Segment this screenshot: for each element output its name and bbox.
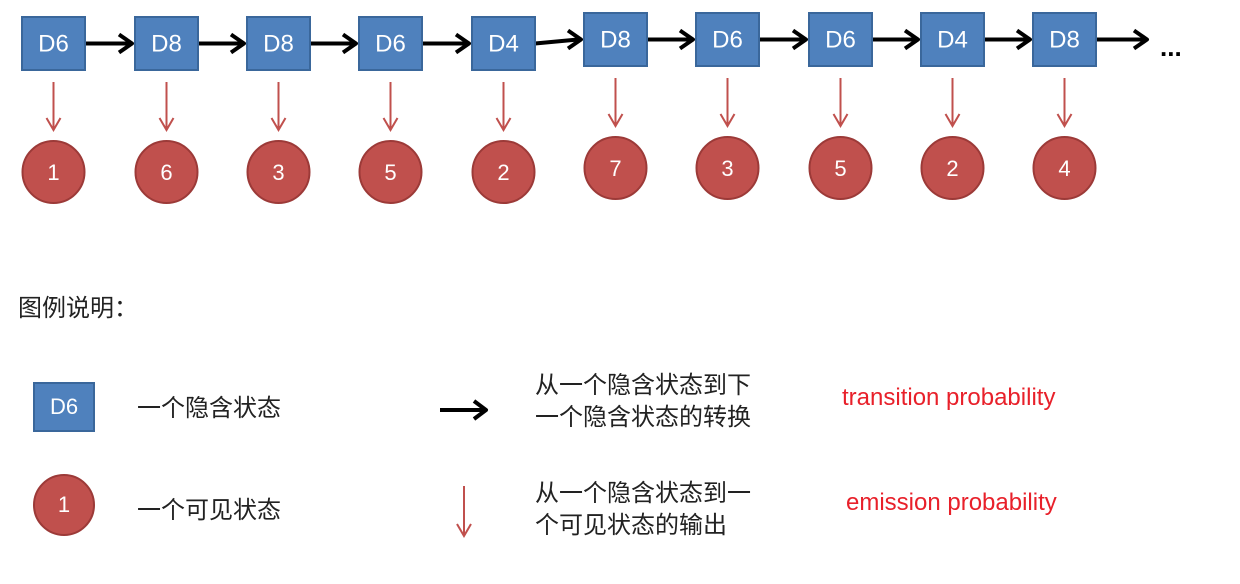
hidden-state-label: D6 bbox=[38, 31, 69, 58]
observation-node: 6 bbox=[134, 140, 199, 204]
transition-arrow bbox=[422, 32, 471, 55]
transition-arrow bbox=[647, 28, 695, 51]
observation-label: 2 bbox=[946, 156, 958, 181]
emission-arrow bbox=[270, 82, 287, 132]
observation-node: 3 bbox=[246, 140, 311, 204]
hidden-state-label: D4 bbox=[937, 27, 968, 54]
emission-arrow bbox=[45, 82, 62, 132]
observation-node: 1 bbox=[21, 140, 86, 204]
hidden-state-node: D8 bbox=[134, 16, 199, 71]
hidden-state-label: D6 bbox=[375, 31, 406, 58]
observation-label: 3 bbox=[272, 160, 284, 185]
transition-arrow bbox=[198, 32, 246, 55]
hidden-state-node: D8 bbox=[1032, 12, 1097, 67]
hidden-state-node: D8 bbox=[246, 16, 311, 71]
transition-arrow bbox=[984, 28, 1032, 51]
observation-label: 1 bbox=[47, 160, 59, 185]
hidden-state-label: D8 bbox=[600, 27, 631, 54]
hidden-state-node: D4 bbox=[471, 16, 536, 71]
hmm-chain-diagram: D6 D8 D8 D6 D4 D8 D6 D6 D4 D8 1 6 3 5 2 7 3 5 2 4 ... bbox=[21, 12, 1182, 204]
legend-title: 图例说明： bbox=[18, 294, 138, 322]
transition-arrow bbox=[534, 28, 583, 51]
observation-node: 2 bbox=[471, 140, 536, 204]
observation-label: 4 bbox=[1058, 156, 1070, 181]
observation-label: 6 bbox=[160, 160, 172, 185]
transition-arrow bbox=[872, 28, 920, 51]
emission-arrow bbox=[382, 82, 399, 132]
transition-arrow bbox=[759, 28, 808, 51]
legend-visible-state-sample: 1 bbox=[33, 474, 95, 536]
transition-arrow bbox=[85, 32, 134, 55]
observation-node: 5 bbox=[358, 140, 423, 204]
observation-node: 7 bbox=[583, 136, 648, 200]
hidden-state-node: D8 bbox=[583, 12, 648, 67]
hidden-state-label: D8 bbox=[151, 31, 182, 58]
observation-node: 3 bbox=[695, 136, 760, 200]
observation-label: 3 bbox=[721, 156, 733, 181]
legend-hidden-state-description: 一个隐含状态 bbox=[137, 394, 281, 422]
continuation-ellipsis: ... bbox=[1160, 32, 1182, 62]
emission-arrow-icon bbox=[456, 486, 472, 538]
hidden-state-label: D8 bbox=[1049, 27, 1080, 54]
transition-arrow-icon bbox=[440, 399, 488, 421]
emission-arrow bbox=[719, 78, 736, 128]
legend-visible-state-description: 一个可见状态 bbox=[137, 496, 281, 524]
observation-label: 7 bbox=[609, 156, 621, 181]
observation-node: 5 bbox=[808, 136, 873, 200]
hidden-state-node: D4 bbox=[920, 12, 985, 67]
emission-arrow bbox=[832, 78, 849, 128]
hidden-state-label: D4 bbox=[488, 31, 519, 58]
emission-arrow bbox=[495, 82, 512, 132]
observation-node: 2 bbox=[920, 136, 985, 200]
hidden-state-label: D6 bbox=[712, 27, 743, 54]
legend-transition-line2: 一个隐含状态的转换 bbox=[535, 403, 751, 431]
emission-arrow bbox=[944, 78, 961, 128]
transition-arrow bbox=[1096, 28, 1149, 51]
hidden-state-node: D6 bbox=[695, 12, 760, 67]
hidden-state-node: D6 bbox=[358, 16, 423, 71]
emission-arrow bbox=[1056, 78, 1073, 128]
legend-emission-line1: 从一个隐含状态到一 bbox=[535, 479, 751, 507]
observation-label: 2 bbox=[497, 160, 509, 185]
hidden-state-node: D6 bbox=[21, 16, 86, 71]
transition-arrow bbox=[310, 32, 358, 55]
hidden-state-label: D6 bbox=[825, 27, 856, 54]
observation-label: 5 bbox=[834, 156, 846, 181]
emission-arrow bbox=[158, 82, 175, 132]
transition-probability-label: transition probability bbox=[842, 384, 1056, 411]
hidden-state-label: D8 bbox=[263, 31, 294, 58]
observation-node: 4 bbox=[1032, 136, 1097, 200]
hidden-state-node: D6 bbox=[808, 12, 873, 67]
legend-transition-line1: 从一个隐含状态到下 bbox=[535, 371, 751, 399]
emission-arrow bbox=[607, 78, 624, 128]
legend-hidden-state-sample: D6 bbox=[33, 382, 95, 432]
observation-label: 5 bbox=[384, 160, 396, 185]
emission-probability-label: emission probability bbox=[846, 489, 1057, 516]
legend-emission-line2: 个可见状态的输出 bbox=[535, 511, 727, 539]
